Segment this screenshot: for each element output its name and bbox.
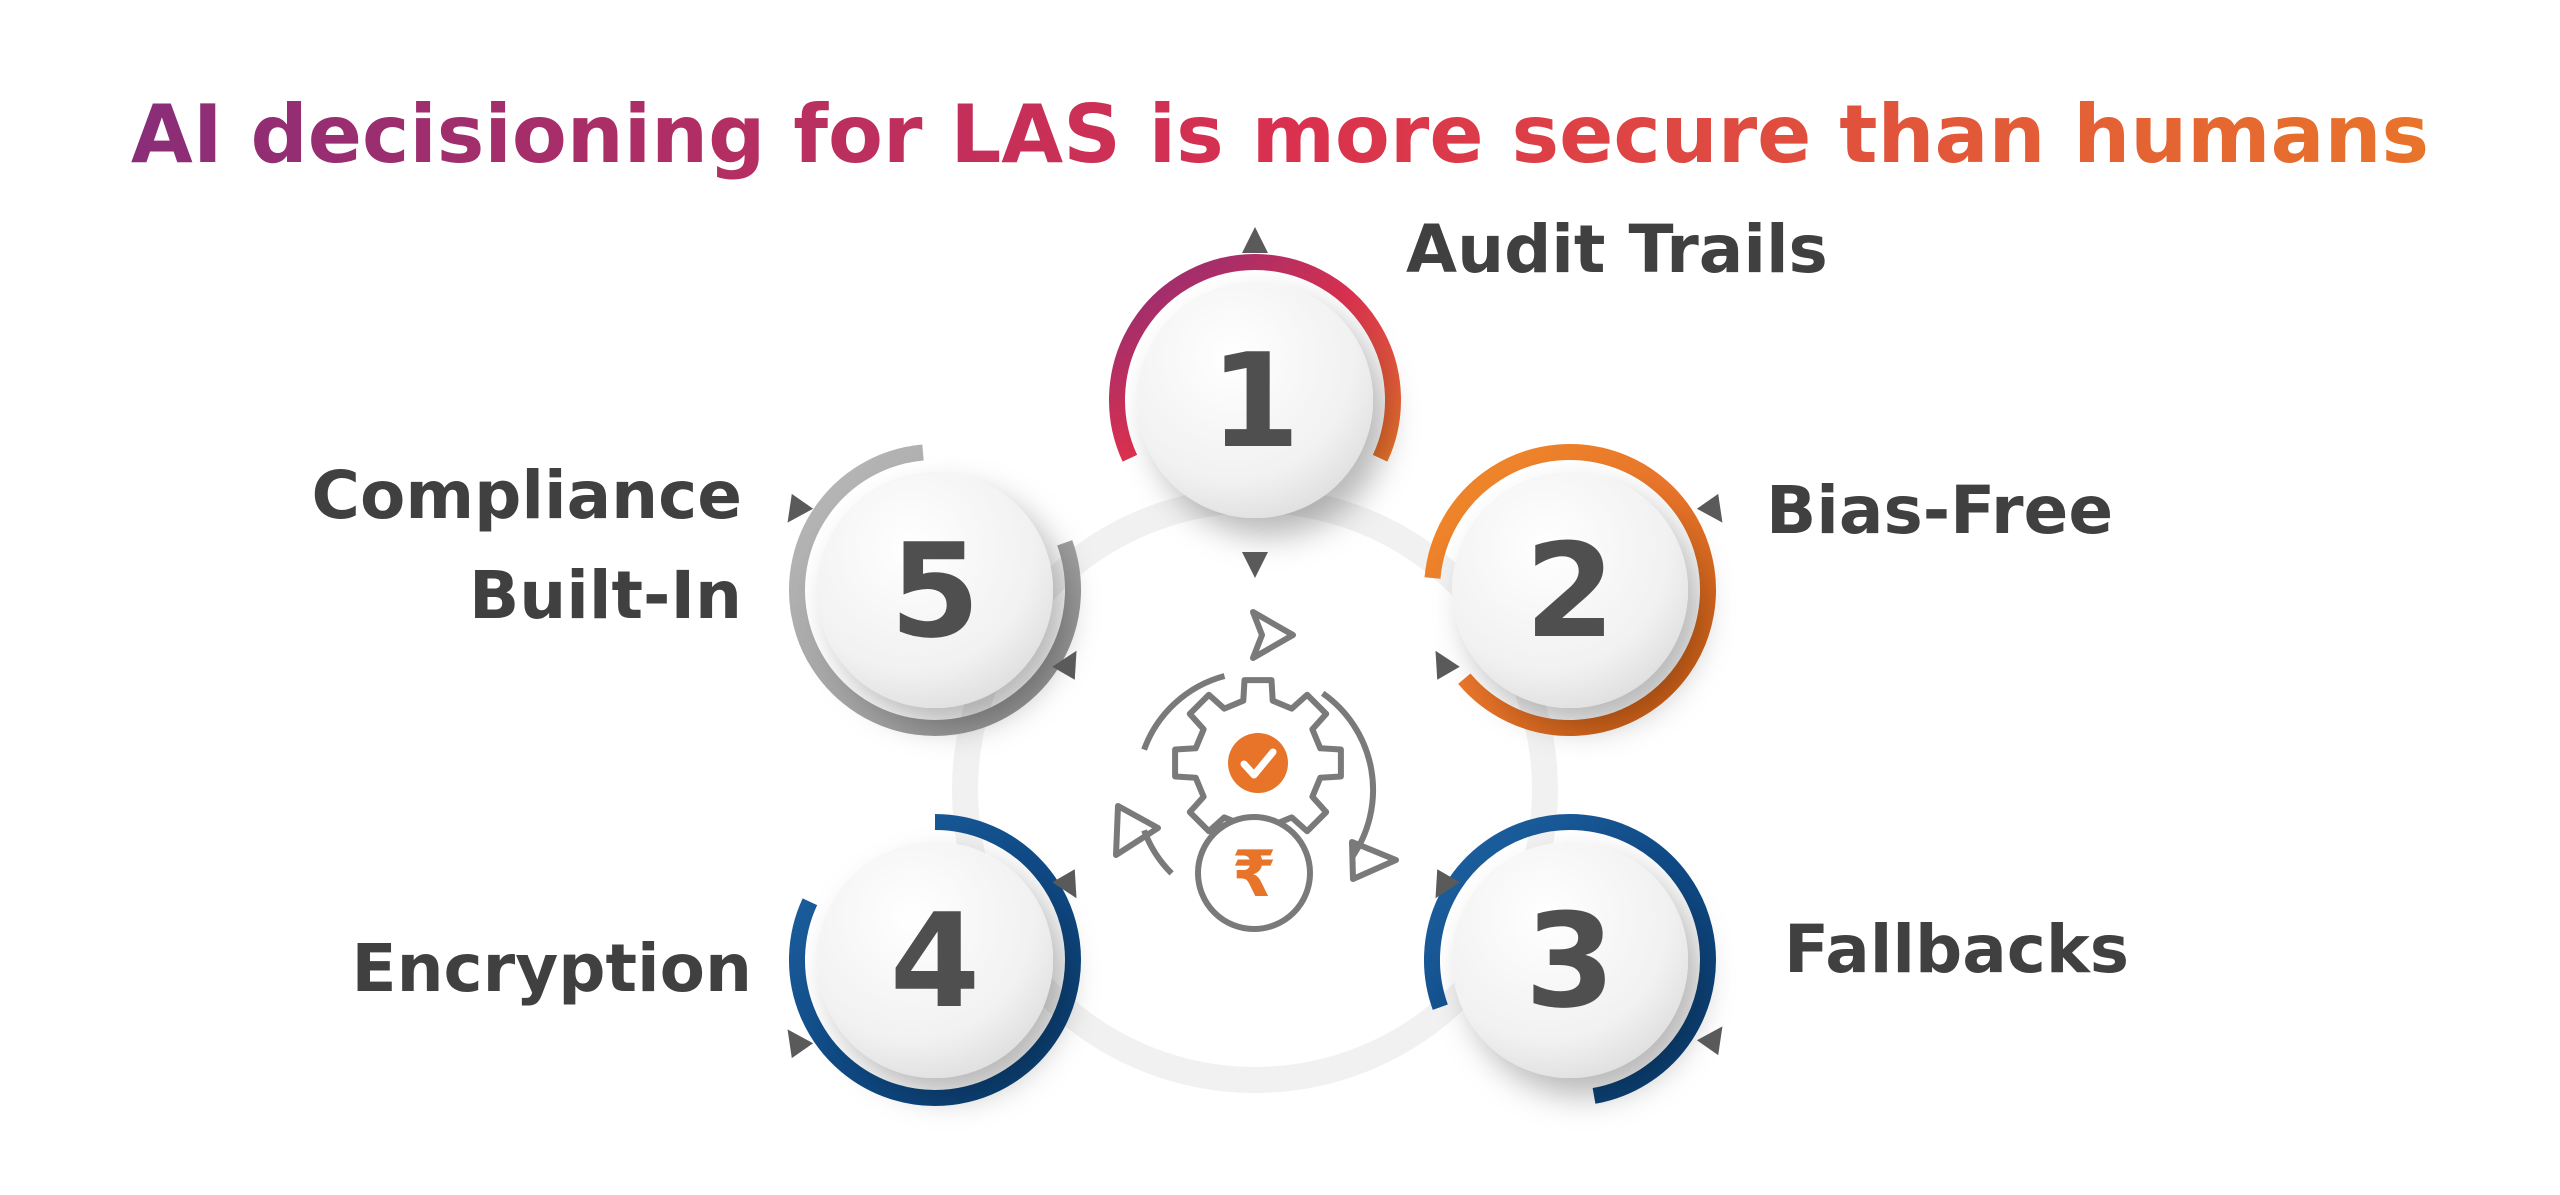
- step-4-label-line: Encryption: [351, 930, 752, 1007]
- rupee-coin-icon: [1195, 814, 1313, 932]
- check-badge-icon: [1228, 733, 1288, 793]
- cycle-arrow-right: [1320, 690, 1377, 860]
- step-4-pointer-2: [1052, 869, 1077, 899]
- step-2: 2 Bias-Free: [1424, 443, 2113, 736]
- step-5-label-line: Compliance: [312, 457, 742, 534]
- step-3-label: Fallbacks: [1784, 911, 2129, 988]
- step-4-ring: [788, 814, 1081, 1106]
- rupee-symbol: ₹: [1232, 838, 1277, 912]
- step-5-ring: [789, 444, 1082, 736]
- step-3-disc: [1452, 842, 1688, 1078]
- step-3-pointer-1: [1696, 1026, 1723, 1056]
- step-5-number: 5: [890, 515, 980, 667]
- step-1-pointer-1: [1242, 227, 1268, 253]
- step-2-number: 2: [1525, 515, 1615, 667]
- step-3: 3 Fallbacks: [1423, 814, 2129, 1104]
- step-5-label-line: Built-In: [469, 557, 742, 634]
- checkmark-icon: [1240, 748, 1277, 779]
- step-2-pointer-2: [1435, 650, 1460, 680]
- step-5-disc: [817, 472, 1053, 708]
- step-3-pointer-2: [1435, 869, 1460, 899]
- step-2-pointer-1: [1696, 493, 1723, 523]
- step-2-label-line: Bias-Free: [1766, 472, 2113, 549]
- step-1-ring: [1109, 254, 1401, 462]
- step-2-ring: [1424, 443, 1716, 736]
- step-1: 1 Audit Trails: [1109, 211, 1828, 578]
- cycle-arrowhead-right: [1349, 839, 1399, 882]
- step-2-disc: [1452, 472, 1688, 708]
- step-4-number: 4: [890, 885, 980, 1037]
- gear-cycle-rupee-icon: ₹: [1113, 609, 1399, 932]
- step-4: 4 Encryption: [351, 814, 1081, 1106]
- step-1-label: Audit Trails: [1406, 211, 1828, 288]
- step-4-pointer-1: [787, 1029, 814, 1059]
- cycle-arrowhead-left: [1113, 803, 1161, 858]
- page-title: AI decisioning for LAS is more secure th…: [131, 88, 2429, 181]
- step-2-label: Bias-Free: [1766, 472, 2113, 549]
- step-3-number: 3: [1525, 885, 1615, 1037]
- step-1-pointer-2: [1242, 552, 1268, 578]
- cycle-arrowhead-top: [1250, 609, 1296, 661]
- step-4-label: Encryption: [351, 930, 752, 1007]
- step-1-disc: [1137, 282, 1373, 518]
- step-3-ring: [1423, 814, 1716, 1104]
- steps-layer: 1 Audit Trails 2 Bias-Free 3 Fallbacks 4 Encryp…: [312, 211, 2129, 1106]
- cycle-arrow-top: [1141, 673, 1226, 751]
- step-5-pointer-1: [787, 493, 814, 523]
- step-1-number: 1: [1210, 325, 1300, 477]
- step-4-disc: [817, 842, 1053, 1078]
- step-3-label-line: Fallbacks: [1784, 911, 2129, 988]
- step-1-label-line: Audit Trails: [1406, 211, 1828, 288]
- step-5-pointer-2: [1052, 650, 1077, 680]
